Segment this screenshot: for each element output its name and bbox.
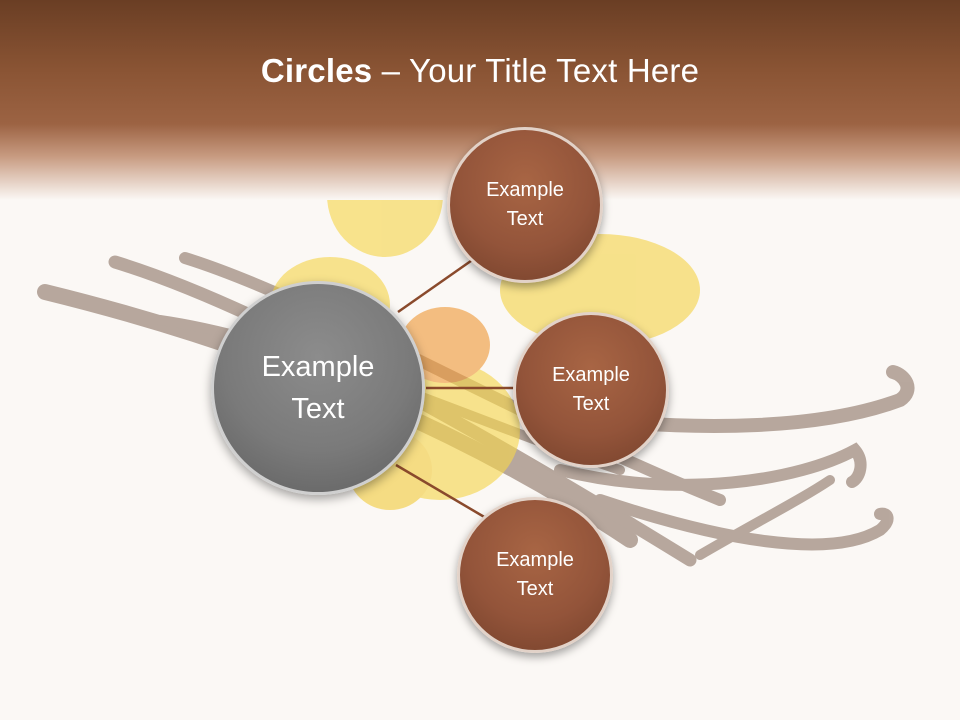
- node-label-line1: Example: [486, 179, 564, 201]
- connector-line-bottom: [395, 463, 487, 520]
- connector-line-top: [397, 254, 479, 314]
- node-label-line2: Text: [506, 208, 544, 230]
- vanilla-pod: [554, 442, 867, 491]
- title-bold: Circles: [260, 52, 373, 89]
- center-circle[interactable]: Example Text: [211, 281, 425, 495]
- node-circle-middle[interactable]: Example Text: [513, 312, 669, 468]
- node-label-line2: Text: [572, 393, 610, 415]
- center-circle-label: Example Text: [262, 346, 375, 430]
- node-circle-bottom[interactable]: Example Text: [457, 497, 613, 653]
- node-circle-top[interactable]: Example Text: [447, 127, 603, 283]
- node-label-line1: Example: [496, 549, 574, 571]
- node-circle-label: Example Text: [496, 546, 574, 604]
- node-circle-label: Example Text: [552, 361, 630, 419]
- vanilla-pod: [695, 475, 835, 560]
- node-label-line2: Text: [516, 578, 554, 600]
- node-circle-label: Example Text: [486, 176, 564, 234]
- flower-center: [400, 307, 490, 383]
- vanilla-pod: [593, 365, 915, 433]
- node-label-line1: Example: [552, 364, 630, 386]
- center-label-line1: Example: [261, 350, 375, 383]
- center-label-line2: Text: [291, 393, 345, 425]
- title-rest: – Your Title Text Here: [372, 52, 700, 89]
- slide-title: Circles – Your Title Text Here: [0, 52, 960, 90]
- vanilla-pod: [594, 494, 894, 551]
